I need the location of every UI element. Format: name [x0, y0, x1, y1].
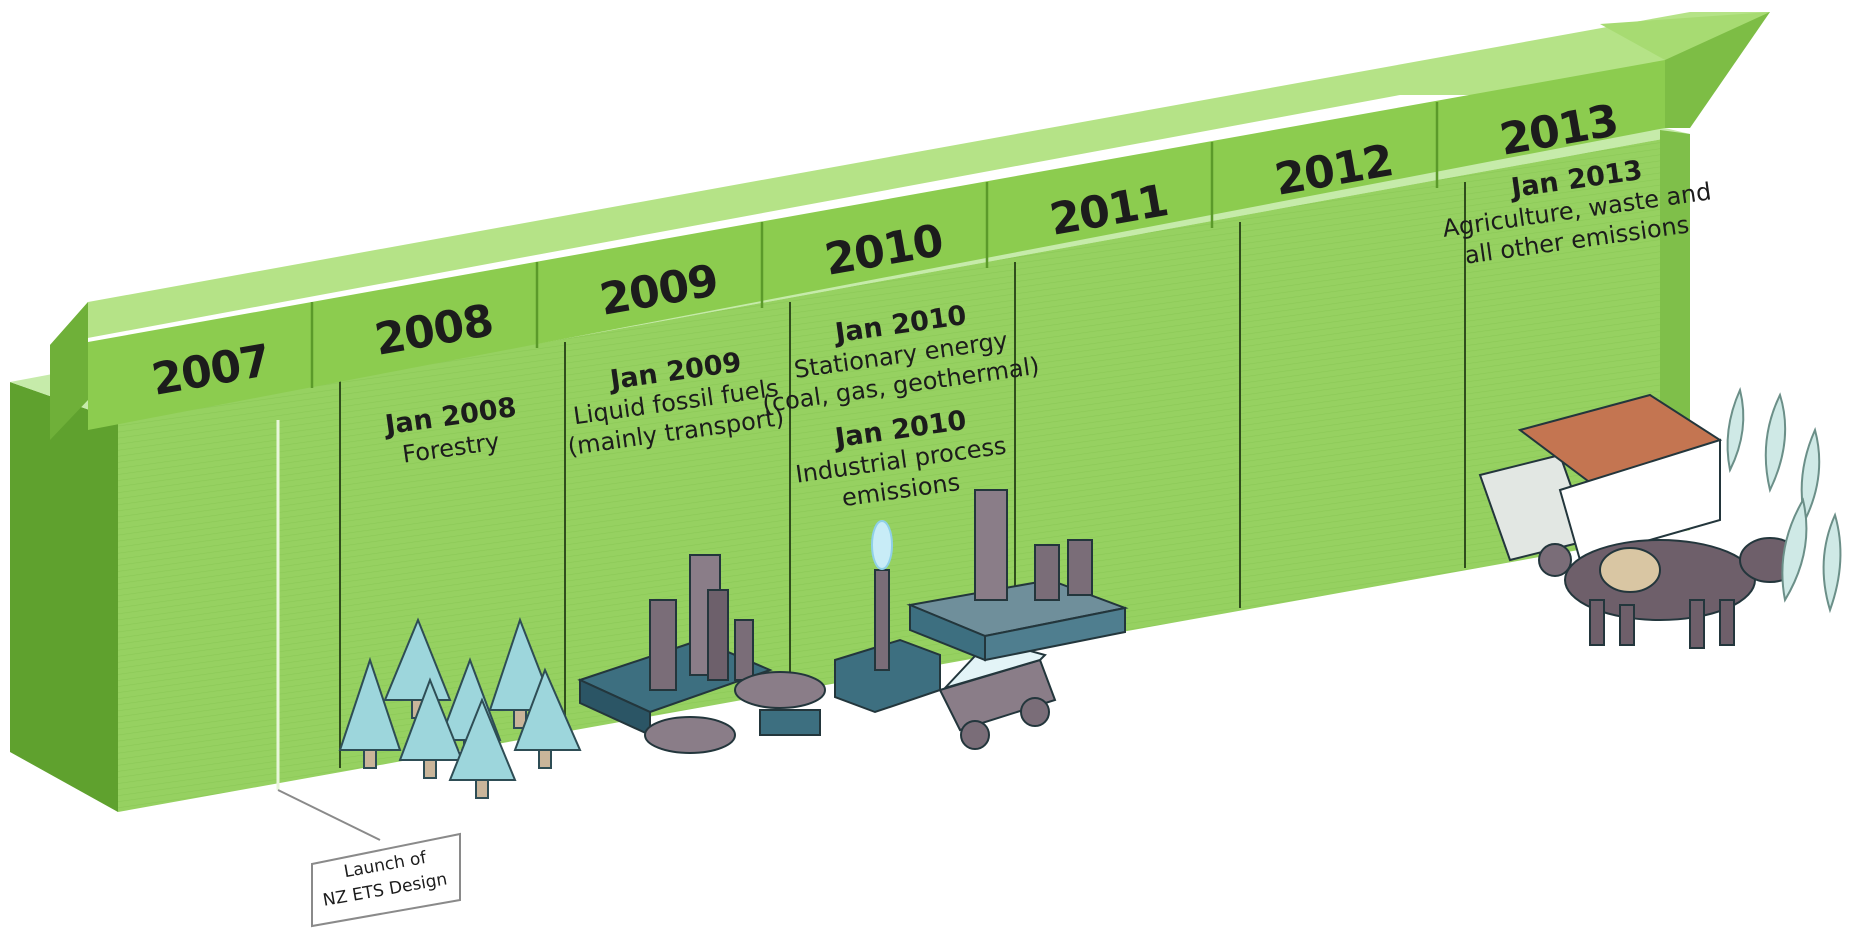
- launch-note-connector: [277, 789, 381, 841]
- crops-icon: [1726, 386, 1842, 614]
- band-front: [88, 60, 1665, 430]
- launch-note-box: [311, 832, 461, 928]
- band-dividers: [310, 102, 1439, 388]
- band-top: [50, 12, 1770, 345]
- band-arrow-tip: [1665, 12, 1770, 128]
- tree-icon: [338, 656, 402, 769]
- year-dividers: [276, 182, 1466, 790]
- industrial-plant-icon: [906, 489, 1129, 662]
- refinery-icon: [577, 554, 826, 754]
- tree-icon: [448, 697, 517, 799]
- truck-icon: [1478, 393, 1723, 577]
- tree-icon: [398, 677, 464, 779]
- cow-icon: [1564, 537, 1801, 649]
- launch-note: Launch of NZ ETS Design: [277, 789, 461, 928]
- wall-front: [118, 134, 1690, 812]
- band-left-end: [50, 302, 88, 440]
- year-band: [50, 12, 1770, 440]
- wall-left-side: [10, 382, 118, 812]
- tree-icon: [513, 667, 582, 769]
- agriculture-waste-icon: [1478, 386, 1842, 649]
- forestry-trees-icon: [338, 617, 582, 799]
